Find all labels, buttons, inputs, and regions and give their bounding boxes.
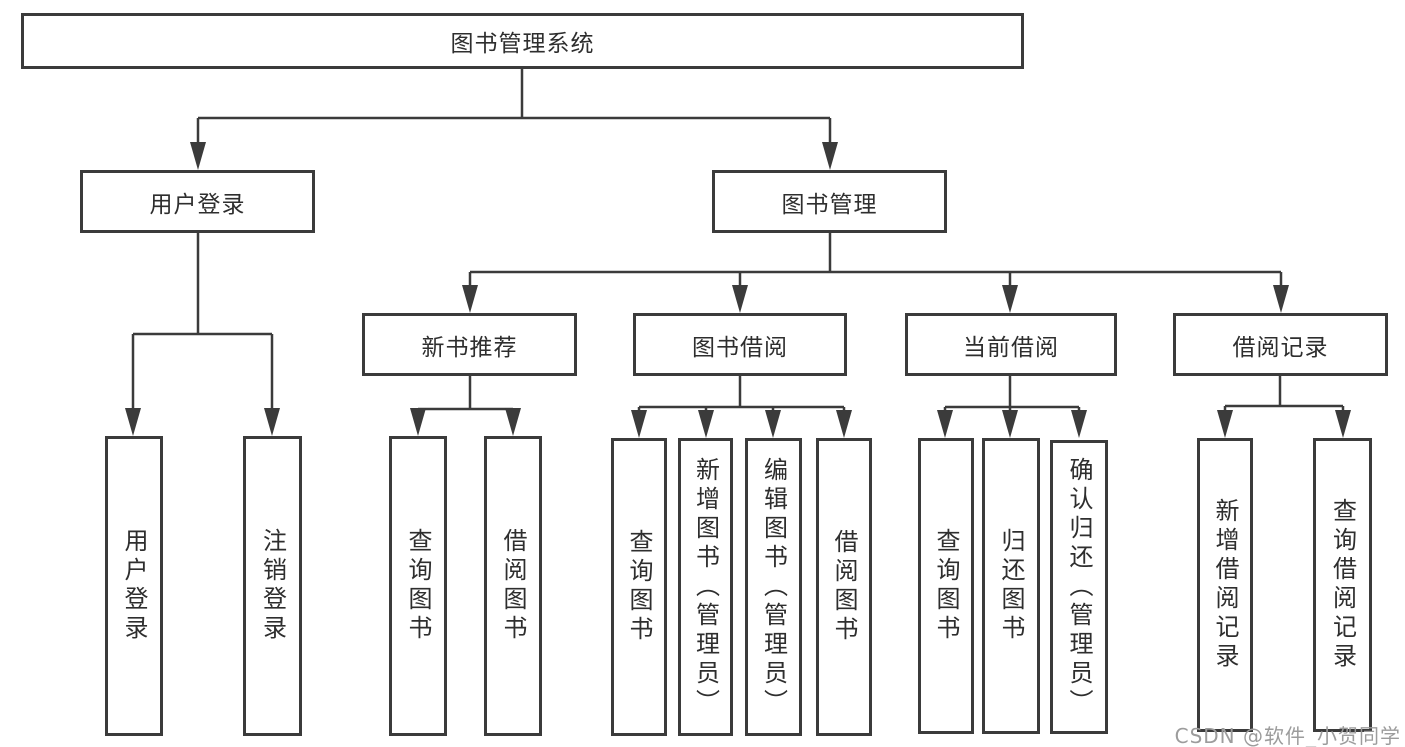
node-book-management: 图书管理 [712, 170, 947, 233]
leaf-query-borrow-record: 查询借阅记录 [1313, 438, 1372, 732]
leaf-add-books-admin: 新增图书（管理员） [678, 438, 733, 736]
leaf-logout: 注销登录 [243, 436, 302, 736]
node-new-book-recommend: 新书推荐 [362, 313, 577, 376]
leaf-add-borrow-record: 新增借阅记录 [1197, 438, 1253, 732]
node-current-borrowing: 当前借阅 [905, 313, 1117, 376]
leaf-query-books-recommend: 查询图书 [389, 436, 447, 736]
node-borrowing-records: 借阅记录 [1173, 313, 1388, 376]
arrowheads [125, 142, 1351, 438]
leaf-confirm-return-admin: 确认归还（管理员） [1050, 440, 1108, 734]
leaf-query-books-current: 查询图书 [918, 438, 974, 734]
leaf-return-books: 归还图书 [982, 438, 1040, 734]
watermark: CSDN @软件_小贺同学 [1174, 724, 1401, 747]
leaf-query-books-borrowing: 查询图书 [611, 438, 667, 736]
node-user-login: 用户登录 [80, 170, 315, 233]
leaf-borrow-books-borrowing: 借阅图书 [816, 438, 872, 736]
leaf-edit-books-admin: 编辑图书（管理员） [745, 438, 802, 736]
node-book-borrowing: 图书借阅 [633, 313, 847, 376]
node-root: 图书管理系统 [21, 13, 1024, 69]
leaf-user-login: 用户登录 [105, 436, 163, 736]
leaf-borrow-books-recommend: 借阅图书 [484, 436, 542, 736]
